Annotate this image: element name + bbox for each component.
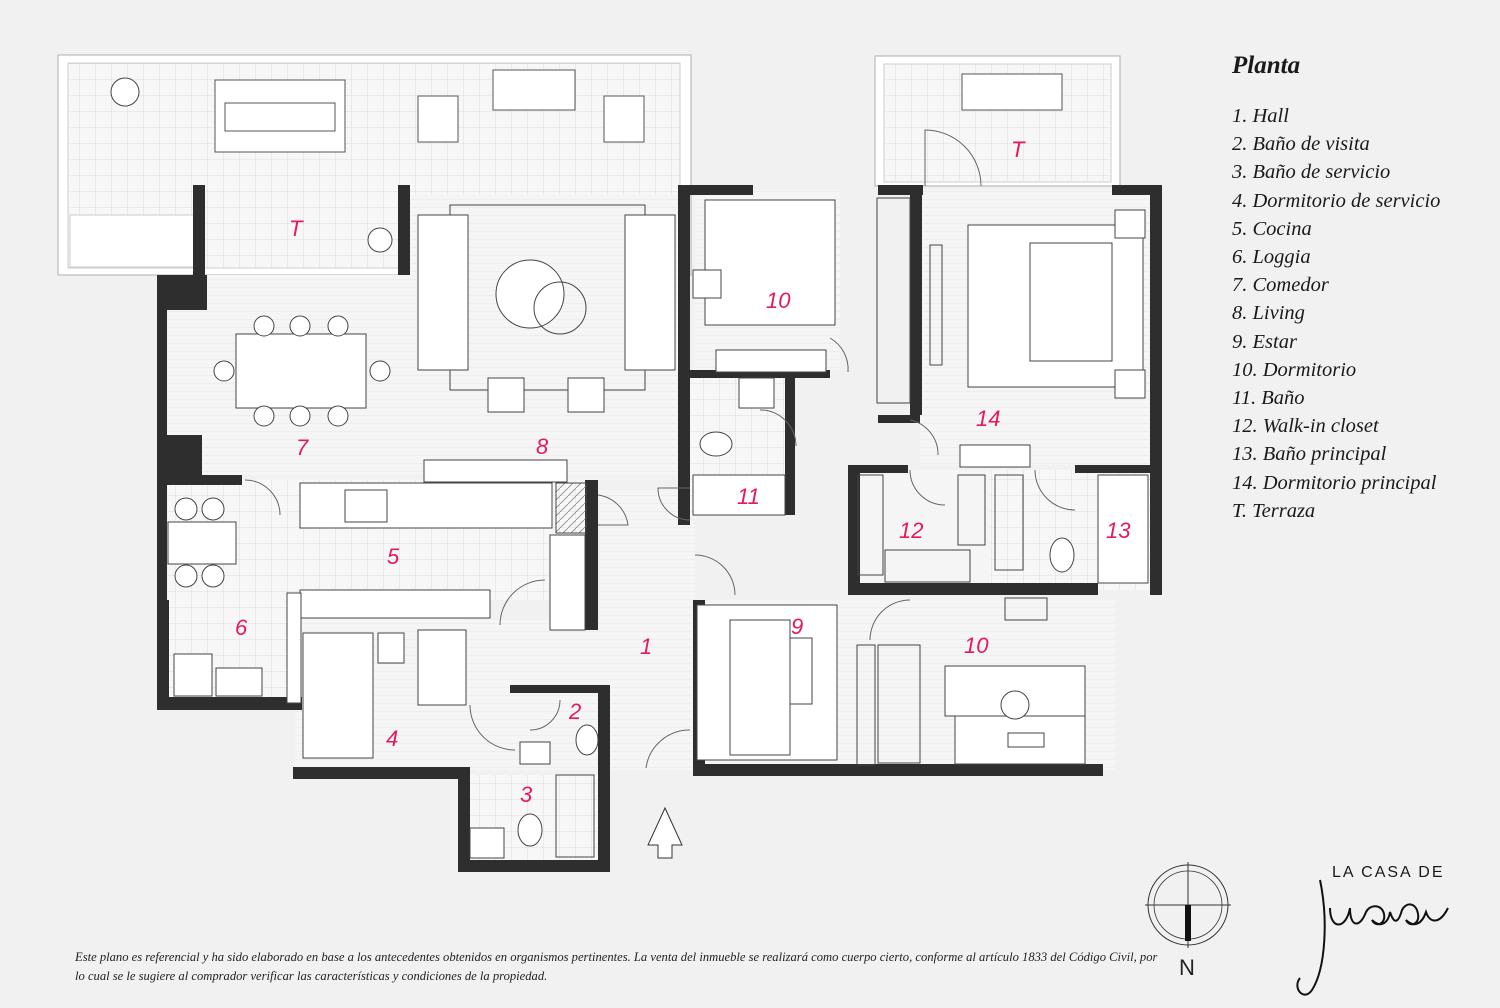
furniture xyxy=(167,197,1149,859)
legend-item: T. Terraza xyxy=(1232,499,1316,522)
room-label-14: 14 xyxy=(976,406,1000,431)
legend: Planta 1. Hall 2. Baño de visita 3. Baño… xyxy=(1232,52,1482,525)
terrace-label-west: T xyxy=(289,216,304,241)
room-label-7: 7 xyxy=(296,435,309,460)
disclaimer-text: Este plano es referencial y ha sido elab… xyxy=(75,950,1158,983)
room-label-4: 4 xyxy=(386,726,398,751)
legend-item: 10. Dormitorio xyxy=(1232,358,1357,381)
north-label: N xyxy=(1179,955,1195,980)
legend-item: 8. Living xyxy=(1232,302,1305,325)
legend-item: 7. Comedor xyxy=(1232,274,1329,297)
room-label-9: 9 xyxy=(791,614,803,639)
room-labels: 1 2 3 4 5 6 7 8 9 10 10 11 12 13 14 T T xyxy=(235,137,1131,807)
legend-item: 13. Baño principal xyxy=(1232,443,1387,466)
legend-item: 2. Baño de visita xyxy=(1232,133,1370,156)
room-label-13: 13 xyxy=(1106,518,1131,543)
room-label-10-north: 10 xyxy=(766,288,791,313)
legend-item: 9. Estar xyxy=(1232,330,1297,353)
legend-title: Planta xyxy=(1232,52,1301,79)
legend-item: 1. Hall xyxy=(1232,105,1289,127)
brand-logo: LA CASA DE xyxy=(1290,858,1490,1008)
room-label-6: 6 xyxy=(235,615,248,640)
door-arcs xyxy=(244,337,1076,769)
walls xyxy=(157,185,1162,872)
brand-logo-top: LA CASA DE xyxy=(1332,864,1445,881)
room-label-3: 3 xyxy=(520,782,533,807)
legend-item: 3. Baño de servicio xyxy=(1232,161,1391,184)
legend-item: 6. Loggia xyxy=(1232,246,1311,269)
terrace-label-east: T xyxy=(1011,137,1026,162)
room-label-8: 8 xyxy=(536,434,549,459)
room-label-11: 11 xyxy=(737,484,760,509)
room-label-1: 1 xyxy=(640,634,652,659)
legend-item: 4. Dormitorio de servicio xyxy=(1232,189,1441,212)
north-compass-icon: N xyxy=(1145,862,1231,980)
legend-item: 14. Dormitorio principal xyxy=(1232,471,1437,494)
room-label-5: 5 xyxy=(387,544,400,569)
terrace-west xyxy=(57,54,692,276)
legend-list: 1. Hall 2. Baño de visita 3. Baño de ser… xyxy=(1232,102,1482,525)
room-label-2: 2 xyxy=(568,699,581,724)
legend-item: 12. Walk-in closet xyxy=(1232,415,1379,438)
brand-logo-script-icon xyxy=(1296,879,1449,996)
entrance-arrow-icon xyxy=(647,806,683,859)
terrace-east xyxy=(874,55,1121,187)
legend-item: 11. Baño xyxy=(1232,387,1305,410)
room-label-12: 12 xyxy=(899,518,923,543)
room-label-10-south: 10 xyxy=(964,633,989,658)
legend-item: 5. Cocina xyxy=(1232,217,1312,240)
